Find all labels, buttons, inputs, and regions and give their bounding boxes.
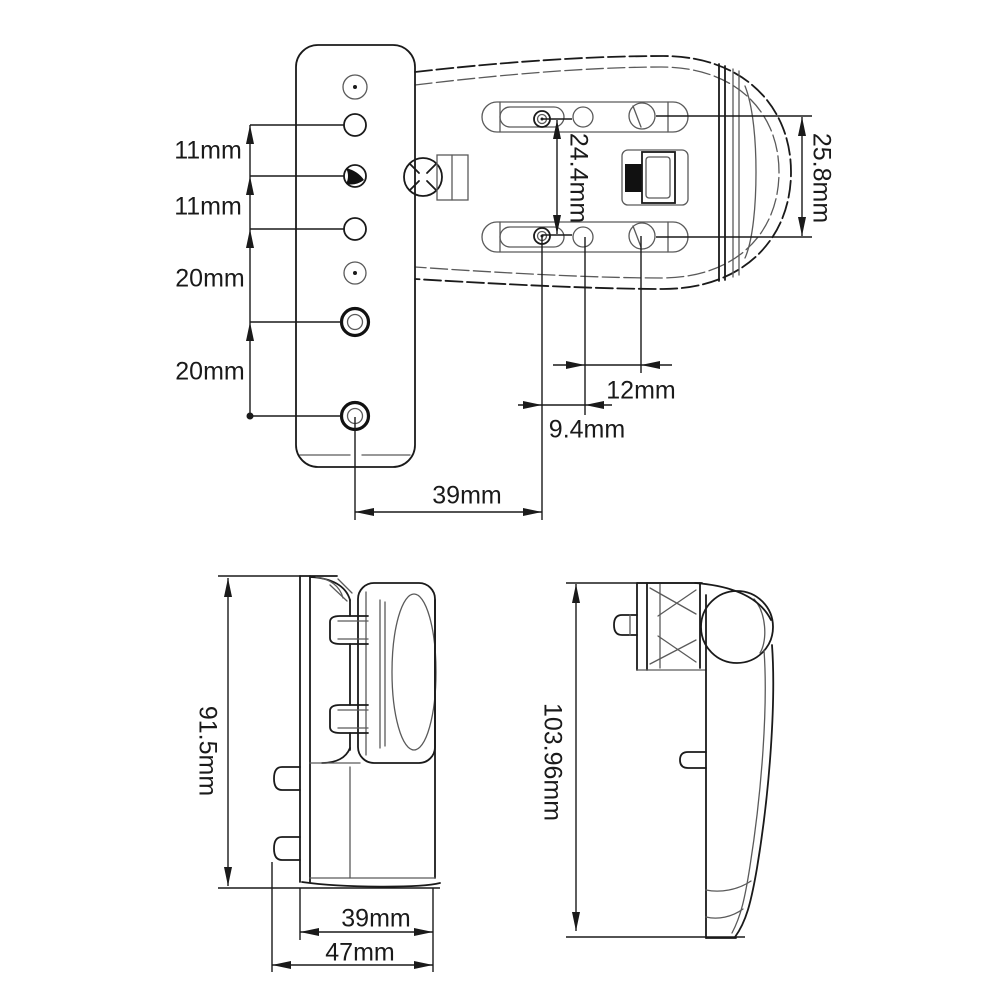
float-dome bbox=[391, 593, 437, 751]
bracket-hole bbox=[343, 113, 367, 137]
slot-hole bbox=[572, 106, 594, 128]
mount-tab bbox=[679, 751, 707, 769]
bracket-hole bbox=[343, 261, 367, 285]
base-lip bbox=[301, 881, 441, 888]
dimensions-side-right bbox=[566, 582, 745, 938]
dim-label-91-5mm: 91.5mm bbox=[193, 705, 222, 797]
float-cylinder bbox=[357, 582, 436, 764]
cam-black-block bbox=[625, 164, 642, 192]
slot-hole bbox=[628, 222, 656, 250]
side-view-right bbox=[566, 582, 775, 939]
body-outer-outline bbox=[414, 55, 792, 290]
cap-curve bbox=[744, 85, 757, 259]
dim-label-103-96mm: 103.96mm bbox=[538, 702, 567, 822]
screw-icon bbox=[403, 154, 469, 201]
upper-slot bbox=[481, 101, 689, 133]
side-right-body bbox=[613, 582, 775, 939]
mounting-bracket bbox=[295, 44, 416, 468]
dim-label-20mm-a: 20mm bbox=[175, 264, 245, 293]
body-inner-outline bbox=[414, 66, 780, 279]
bracket-hole-fill bbox=[346, 168, 364, 185]
dimensions-top-view bbox=[246, 115, 812, 520]
side-left-body bbox=[273, 575, 441, 888]
float-circle bbox=[700, 590, 774, 664]
float-clip bbox=[329, 615, 369, 645]
side-view-left bbox=[218, 575, 441, 972]
dim-label-24-4mm: 24.4mm bbox=[564, 132, 593, 224]
mount-pin bbox=[613, 614, 638, 636]
bracket-hole bbox=[343, 217, 367, 241]
slot-hole bbox=[572, 226, 594, 248]
dim-label-39mm-side: 39mm bbox=[341, 904, 411, 933]
dim-label-25-8mm: 25.8mm bbox=[807, 132, 836, 224]
dim-label-11mm-b: 11mm bbox=[174, 192, 242, 221]
dim-label-39mm-top: 39mm bbox=[432, 481, 502, 510]
dim-label-12mm: 12mm bbox=[606, 376, 676, 405]
body-right-edge bbox=[734, 644, 775, 938]
top-view bbox=[246, 44, 812, 520]
switch-body-top bbox=[403, 55, 792, 290]
float-clip bbox=[329, 704, 369, 734]
dim-label-11mm-a: 11mm bbox=[174, 136, 242, 165]
mount-tab bbox=[273, 836, 301, 861]
bracket-hole-ringed bbox=[339, 306, 371, 338]
dim-label-9-4mm: 9.4mm bbox=[548, 415, 626, 444]
dim-label-20mm-b: 20mm bbox=[175, 357, 245, 386]
switch-cam bbox=[621, 149, 689, 206]
slot-hole bbox=[628, 102, 656, 130]
mount-tab bbox=[273, 766, 301, 791]
dim-label-47mm: 47mm bbox=[325, 938, 395, 967]
dimensions-side-left bbox=[218, 575, 440, 972]
bracket-hole bbox=[342, 74, 368, 100]
